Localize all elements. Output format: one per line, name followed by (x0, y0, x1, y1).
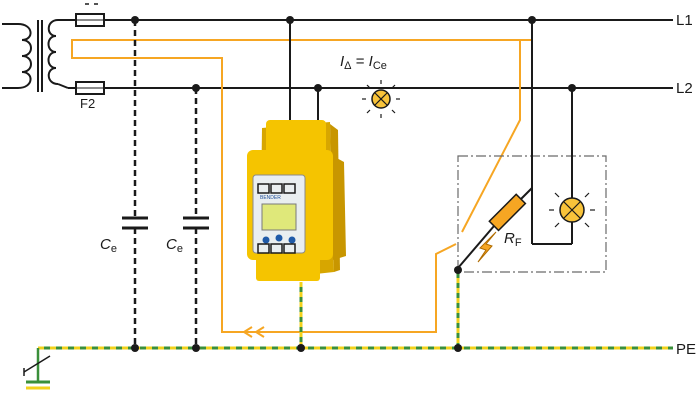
capacitor-ce-left (122, 20, 148, 348)
formula-label: IΔ = ICe (340, 53, 387, 72)
insulation-monitoring-device: BENDER (247, 120, 346, 281)
pe-label: PE (676, 341, 696, 358)
fault-resistor-icon (457, 187, 533, 269)
lamp-icon (362, 80, 400, 118)
device-buttons (262, 234, 296, 244)
load-lamp-icon (549, 187, 595, 233)
device-terminals-bottom (257, 243, 296, 254)
ce-left-label: Ce (100, 236, 117, 255)
current-direction-arrow-icon (242, 326, 265, 338)
transformer-icon (2, 19, 69, 92)
ce-right-label: Ce (166, 236, 183, 255)
load-wiring (531, 20, 573, 245)
capacitor-ce-right (183, 88, 209, 348)
rf-label: RF (504, 230, 522, 249)
l2-label: L2 (676, 80, 693, 97)
fuse-f1-icon (75, 3, 105, 27)
fault-current-path (71, 28, 533, 333)
device-brand-label: BENDER (260, 195, 281, 201)
fault-current-path-top (461, 40, 521, 233)
device-terminals-top (257, 183, 296, 194)
fuse-f2-icon (75, 81, 105, 95)
fuse-f2-label: F2 (80, 96, 95, 111)
l1-label: L1 (676, 12, 693, 29)
junction-dots (131, 16, 576, 352)
earth-ground-icon (23, 348, 51, 390)
